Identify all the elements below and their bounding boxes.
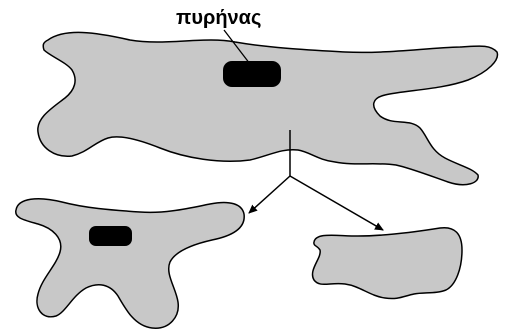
parent-cell — [38, 32, 498, 184]
nucleus-label: πυρήνας — [176, 7, 261, 29]
daughter-cell-with-nucleus — [16, 199, 244, 328]
parent-nucleus — [223, 61, 281, 87]
arrow-to-left-cell — [249, 176, 290, 213]
arrow-to-right-cell — [290, 176, 383, 230]
daughter-cell-without-nucleus — [312, 228, 462, 299]
daughter-nucleus — [89, 226, 132, 246]
